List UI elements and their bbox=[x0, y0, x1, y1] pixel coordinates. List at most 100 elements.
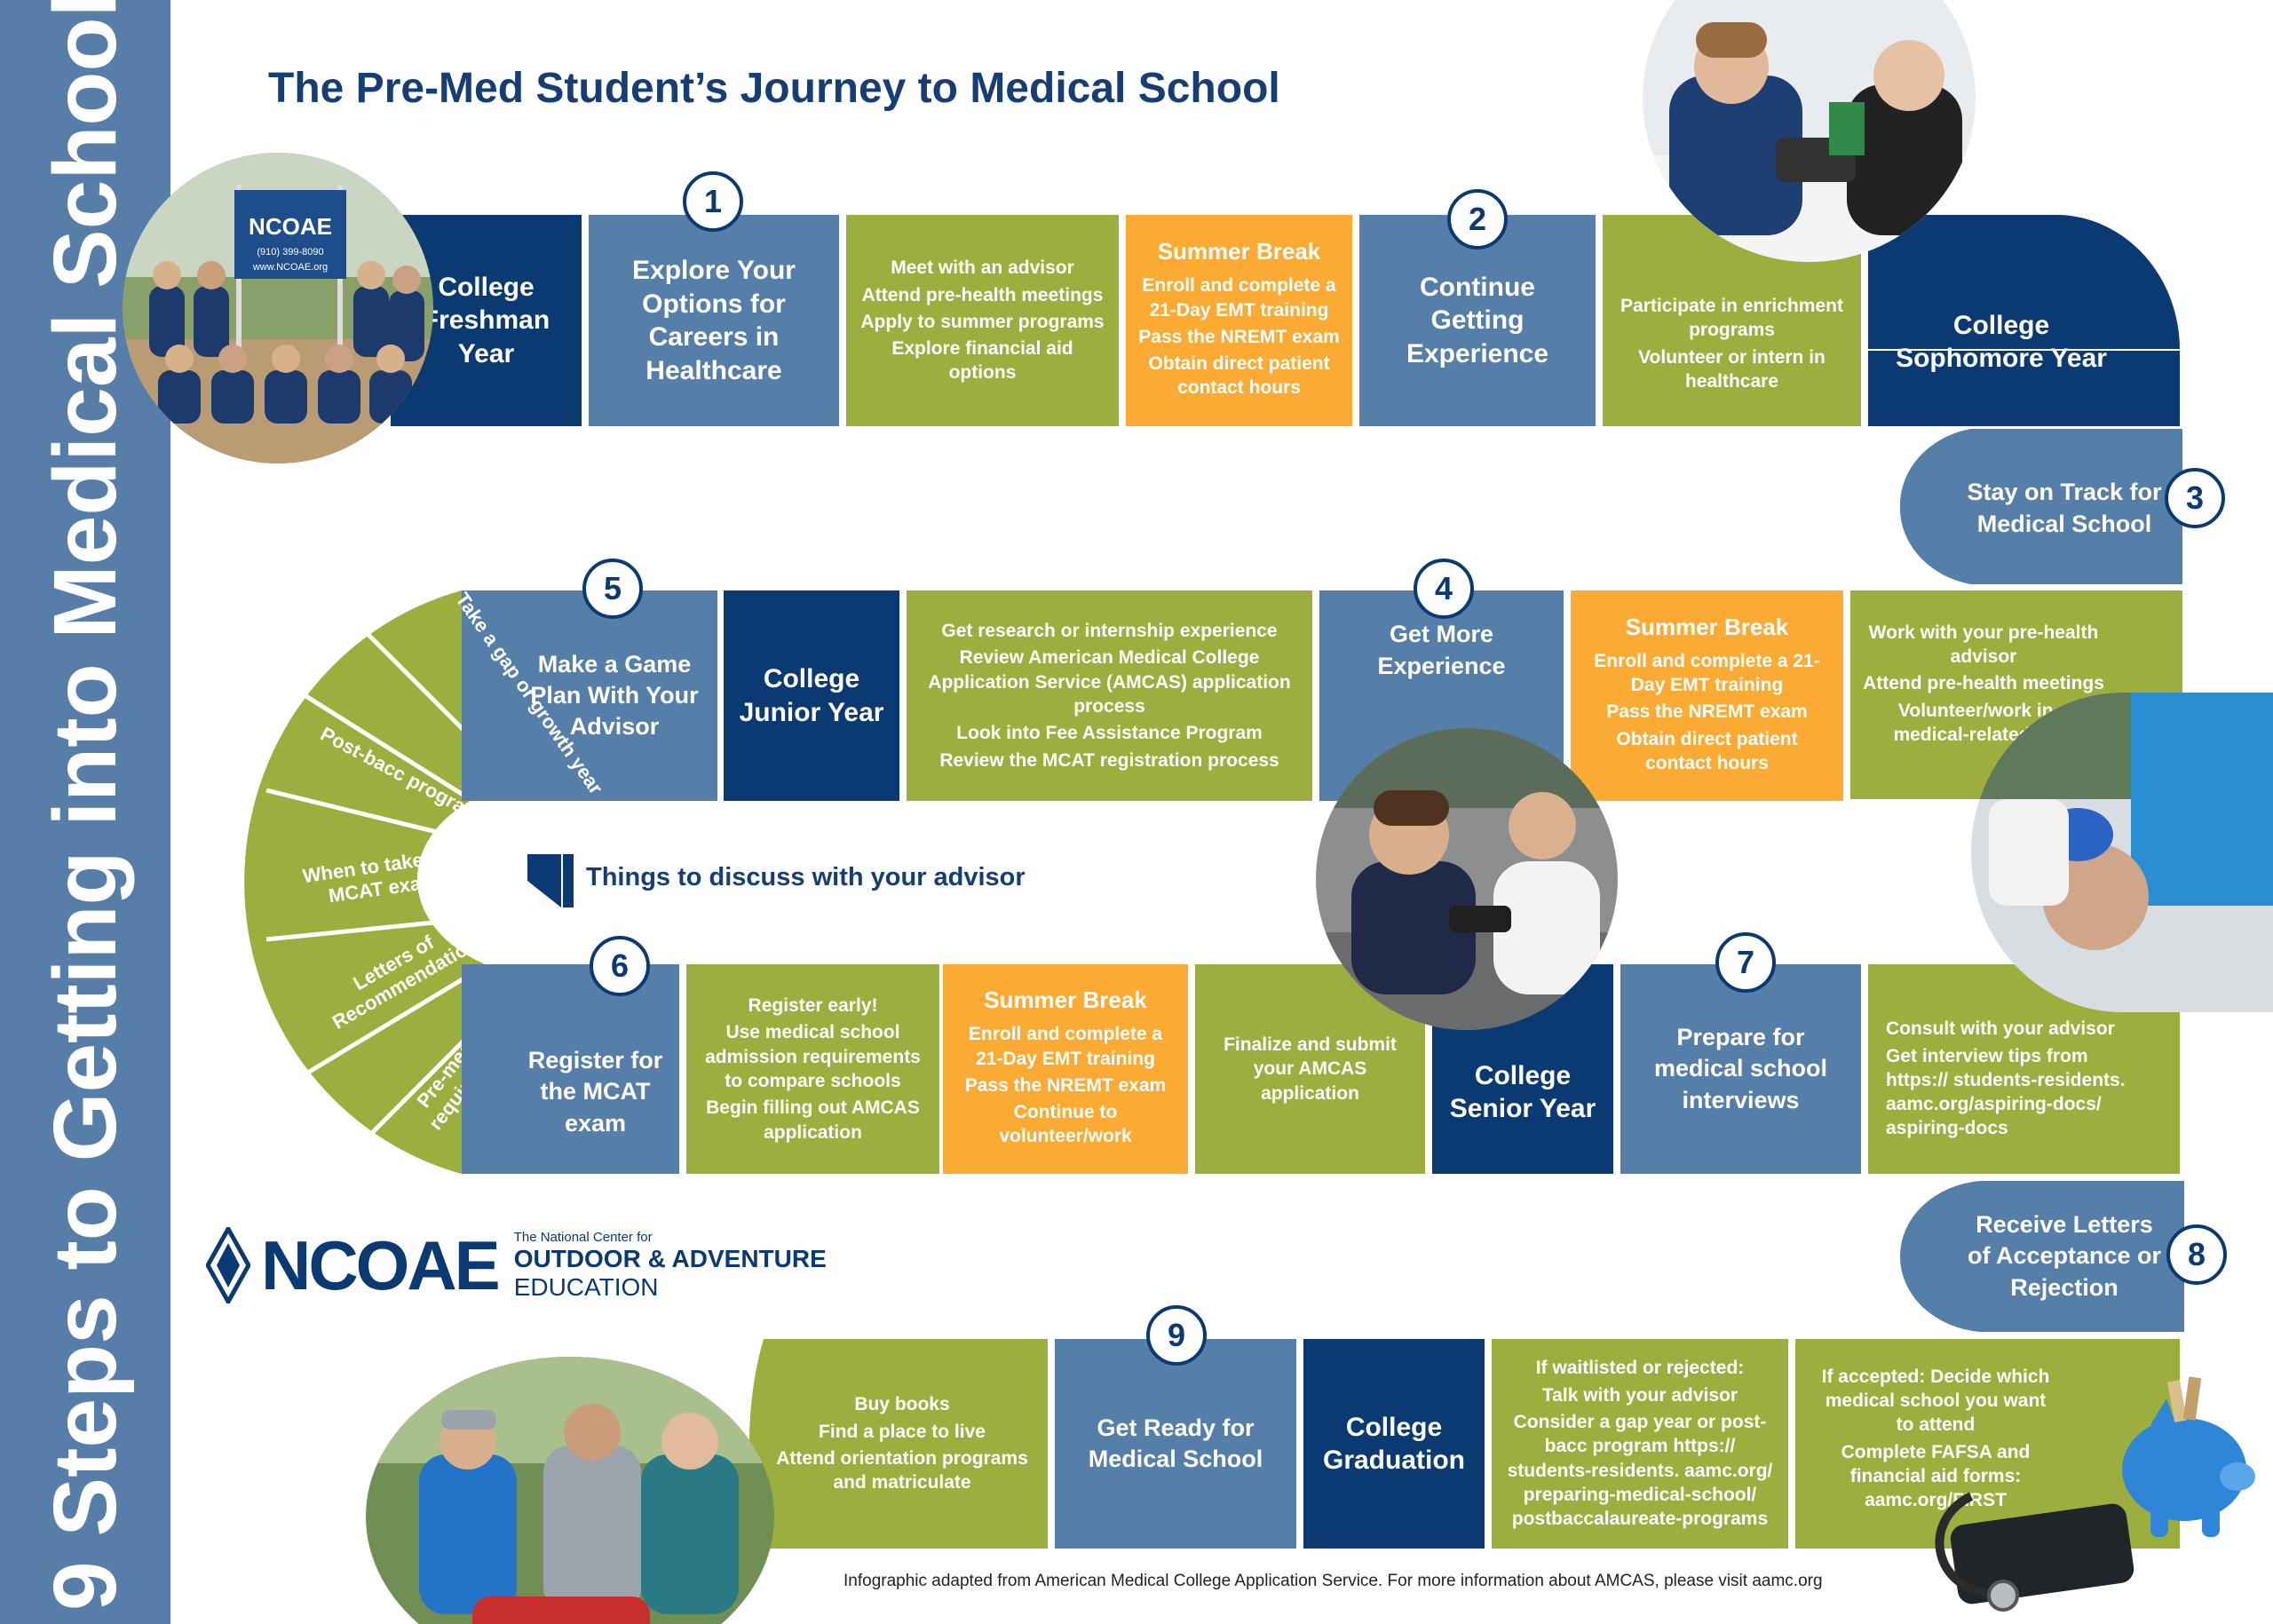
band-consult bbox=[1868, 964, 2180, 1174]
ncoae-logo: NCOAE The National Center for OUTDOOR & … bbox=[206, 1225, 827, 1304]
sophomore-year-label: College Sophomore Year bbox=[1896, 310, 2107, 374]
cpr-photo bbox=[1971, 693, 2273, 1012]
task-item: Find a place to live bbox=[819, 1421, 986, 1442]
student-bp-photo-image bbox=[1316, 728, 1618, 1030]
step-badge-3: 3 bbox=[2165, 468, 2225, 528]
bp-check-photo-image bbox=[1643, 0, 1976, 262]
step6-label: Register for the MCAT exam bbox=[527, 1047, 663, 1137]
step-badge-5: 5 bbox=[582, 558, 643, 619]
summer-break-3-box: Summer Break Enroll and complete a 21-Da… bbox=[943, 964, 1188, 1174]
step5-box: Make a Game Plan With Your Advisor bbox=[462, 590, 717, 801]
enrich-item: Volunteer or intern in healthcare bbox=[1638, 346, 1826, 392]
summer-break-heading: Summer Break bbox=[1625, 613, 1789, 640]
summer-break-1-box: Summer Break Enroll and complete a 21-Da… bbox=[1126, 215, 1352, 426]
step4-label: Get More Experience bbox=[1377, 621, 1506, 679]
logo-wordmark: NCOAE bbox=[261, 1225, 501, 1304]
task-item: Meet with an advisor bbox=[891, 257, 1074, 279]
logo-subtitle: The National Center for OUTDOOR & ADVENT… bbox=[514, 1230, 827, 1302]
step-badge-6: 6 bbox=[590, 936, 650, 996]
ready-tasks-box: Buy books Find a place to live Attend or… bbox=[764, 1339, 1041, 1549]
logo-diamond-icon bbox=[206, 1227, 250, 1303]
task-item: Get research or internship experience bbox=[941, 621, 1278, 642]
summer-item: Continue to volunteer/work bbox=[999, 1102, 1132, 1147]
discuss-arrow-icon bbox=[527, 854, 561, 907]
curve-receive bbox=[1899, 1181, 2184, 1332]
summer-item: Enroll and complete a 21-Day EMT trainin… bbox=[968, 1024, 1163, 1069]
register-tasks-box: Register early! Use medical school admis… bbox=[686, 964, 939, 1174]
task-item: Work with your pre-health advisor bbox=[1868, 622, 2099, 668]
task-item: Begin filling out AMCAS application bbox=[706, 1097, 920, 1143]
sophomore-year-box: College Sophomore Year bbox=[1868, 284, 2134, 400]
step2-label: Continue Getting Experience bbox=[1406, 272, 1549, 368]
discuss-label: Things to discuss with your advisor bbox=[586, 863, 1026, 891]
band-accepted bbox=[1795, 1339, 2180, 1549]
summer-item: Enroll and complete a 21-Day EMT trainin… bbox=[1594, 650, 1820, 696]
task-item: Apply to summer programs bbox=[860, 311, 1105, 332]
junior-year-box: College Junior Year bbox=[724, 590, 899, 801]
ncoae-sign bbox=[234, 190, 346, 279]
task-item: Attend orientation programs and matricul… bbox=[776, 1448, 1028, 1493]
task-item: Attend pre-health meetings bbox=[861, 284, 1104, 305]
accepted-item: If accepted: Decide which medical school… bbox=[1821, 1366, 2050, 1436]
accepted-item: Complete FAFSA and financial aid forms: … bbox=[1841, 1441, 2031, 1511]
task-item: Buy books bbox=[854, 1394, 950, 1415]
finalize-label: Finalize and submit your AMCAS applicati… bbox=[1224, 1034, 1397, 1104]
accepted-box: If accepted: Decide which medical school… bbox=[1802, 1350, 2069, 1527]
step9-box: Get Ready for Medical School bbox=[1055, 1339, 1296, 1549]
step-badge-9: 9 bbox=[1146, 1305, 1207, 1366]
enrich-item: Participate in enrichment programs bbox=[1620, 295, 1843, 341]
step1-label: Explore Your Options for Careers in Heal… bbox=[632, 256, 796, 385]
waitlist-item: If waitlisted or rejected: bbox=[1535, 1358, 1745, 1379]
step-badge-8: 8 bbox=[2166, 1224, 2227, 1285]
student-bp-photo bbox=[1316, 728, 1618, 1030]
step8-box: Receive Letters of Acceptance or Rejecti… bbox=[1953, 1194, 2175, 1319]
emt-training-photo-image bbox=[366, 1357, 774, 1624]
step-badge-7: 7 bbox=[1715, 932, 1776, 993]
summer-item: Pass the NREMT exam bbox=[1606, 701, 1808, 723]
curve-track-body bbox=[1899, 429, 2182, 584]
consult-item: Get interview tips from https:// student… bbox=[1886, 1045, 2126, 1139]
freshman-year-label: College Freshman Year bbox=[422, 272, 550, 368]
task-item: Attend pre-health meetings bbox=[1863, 673, 2104, 694]
consult-box: Consult with your advisor Get interview … bbox=[1873, 994, 2140, 1163]
step-badge-1: 1 bbox=[683, 171, 743, 232]
step-badge-2: 2 bbox=[1447, 189, 1508, 250]
logo-line2: OUTDOOR & ADVENTURE bbox=[513, 1244, 827, 1272]
step3-box: Stay on Track for Medical School bbox=[1953, 444, 2175, 573]
freshman-tasks-box: Meet with an advisor Attend pre-health m… bbox=[846, 215, 1119, 426]
sign-brand: NCOAE bbox=[249, 213, 332, 240]
summer-break-heading: Summer Break bbox=[984, 986, 1147, 1014]
cpr-photo-image bbox=[1971, 693, 2273, 1012]
piggy-bank-icon bbox=[1935, 1376, 2255, 1612]
logo-line1: The National Center for bbox=[513, 1229, 653, 1245]
summer-break-heading: Summer Break bbox=[1157, 238, 1321, 265]
logo-line3: EDUCATION bbox=[513, 1272, 659, 1301]
step6-box: Register for the MCAT exam bbox=[462, 964, 679, 1174]
step-badge-4: 4 bbox=[1414, 558, 1474, 619]
junior-year-label: College Junior Year bbox=[739, 664, 884, 727]
graduation-box: College Graduation bbox=[1303, 1339, 1485, 1549]
consult-item: Consult with your advisor bbox=[1886, 1018, 2115, 1040]
task-item: Review American Medical College Applicat… bbox=[928, 647, 1291, 717]
step7-box: Prepare for medical school interviews bbox=[1620, 964, 1861, 1174]
step9-label: Get Ready for Medical School bbox=[1088, 1414, 1263, 1472]
task-item: Register early! bbox=[748, 995, 878, 1017]
senior-year-label: College Senior Year bbox=[1449, 1060, 1596, 1124]
summer-item: Pass the NREMT exam bbox=[1138, 326, 1340, 347]
step1-box: Explore Your Options for Careers in Heal… bbox=[589, 215, 839, 426]
task-item: Use medical school admission requirement… bbox=[705, 1022, 921, 1091]
task-item: Review the MCAT registration process bbox=[939, 749, 1279, 771]
sign-url: www.NCOAE.org bbox=[252, 262, 328, 273]
curve-ready bbox=[748, 1339, 1048, 1549]
footer-note: Infographic adapted from American Medica… bbox=[843, 1572, 1823, 1590]
step7-label: Prepare for medical school interviews bbox=[1653, 1024, 1828, 1113]
step5-label: Make a Game Plan With Your Advisor bbox=[530, 650, 699, 741]
graduation-label: College Graduation bbox=[1322, 1412, 1465, 1476]
group-photo: NCOAE (910) 399-8090 www.NCOAE.org bbox=[123, 153, 433, 463]
group-photo-image: NCOAE (910) 399-8090 www.NCOAE.org bbox=[123, 153, 433, 463]
task-item: Explore financial aid options bbox=[891, 338, 1073, 384]
sign-phone: (910) 399-8090 bbox=[257, 247, 323, 257]
task-item: Look into Fee Assistance Program bbox=[956, 723, 1263, 744]
summer-item: Obtain direct patient contact hours bbox=[1616, 728, 1798, 773]
